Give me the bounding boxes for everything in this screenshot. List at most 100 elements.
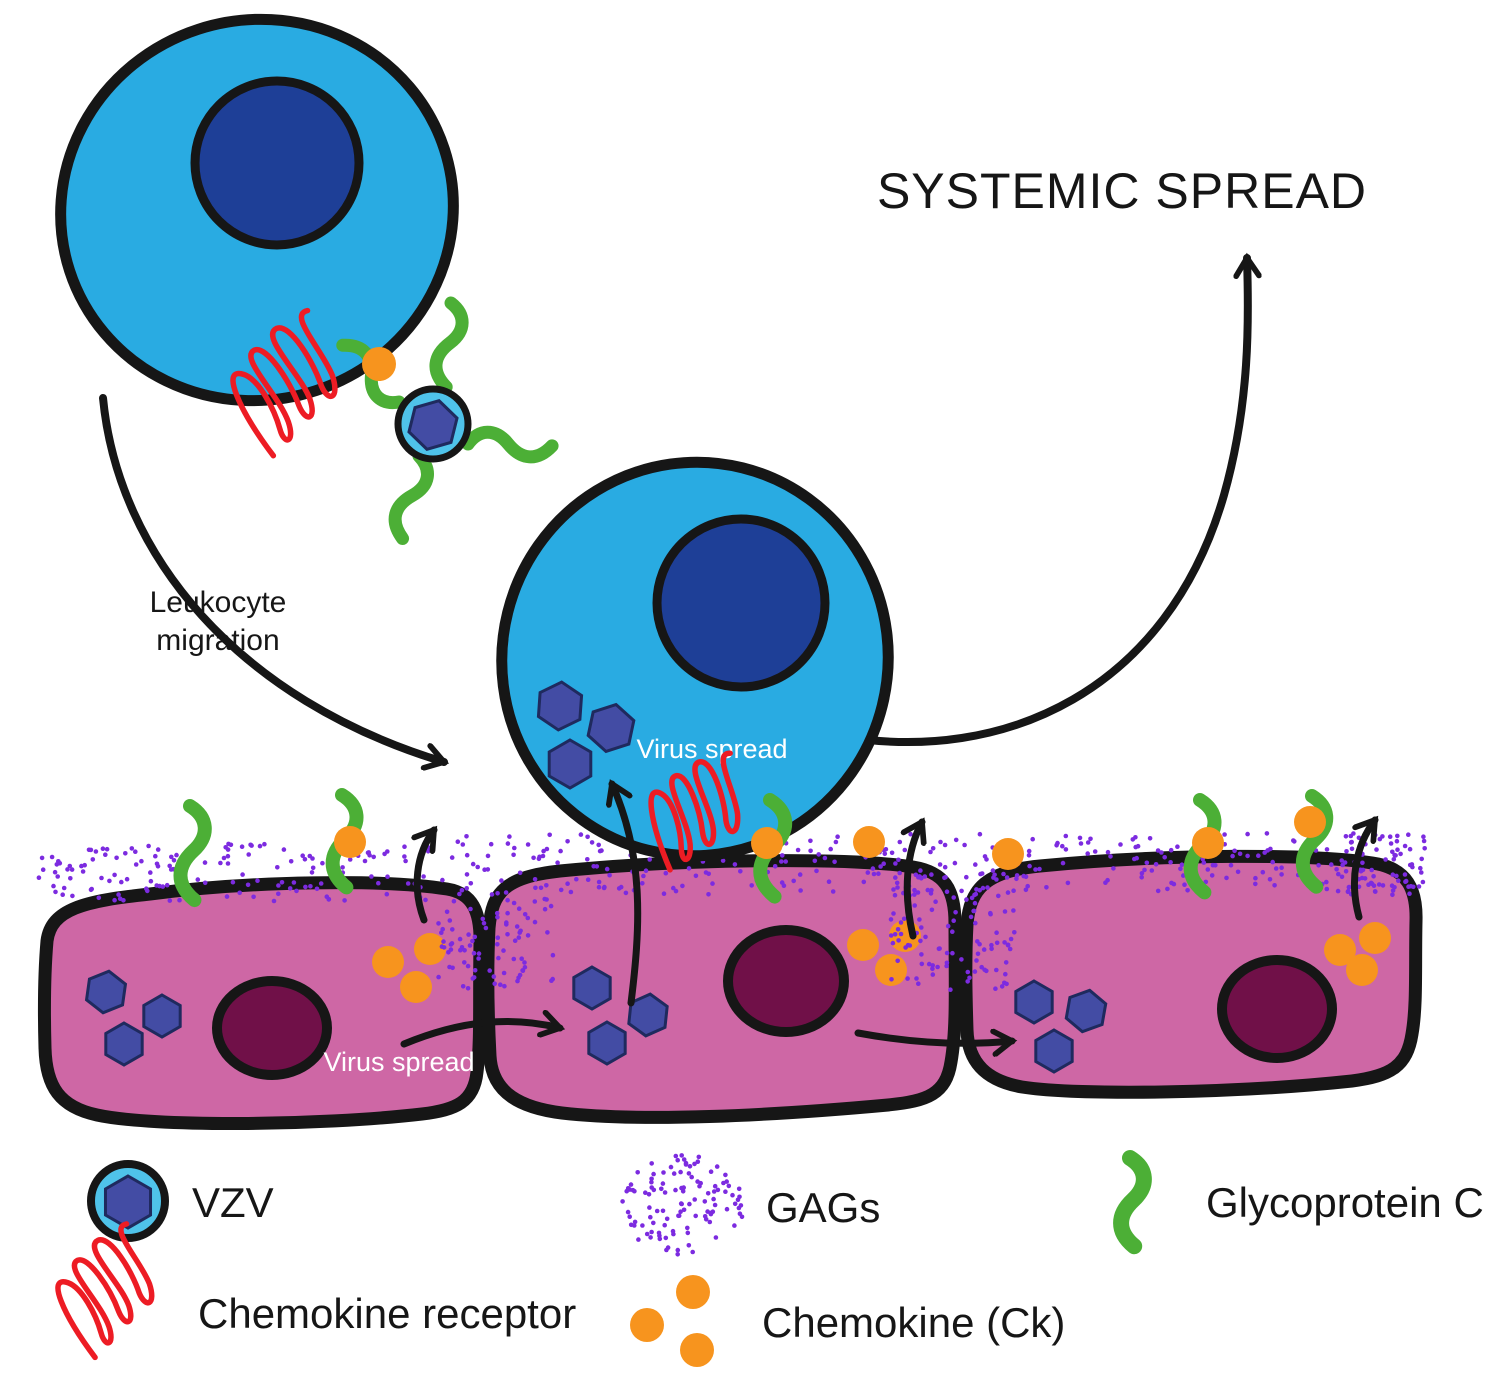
gag-dot: [1324, 879, 1329, 885]
gag-dot: [895, 927, 901, 932]
gag-dot: [973, 862, 978, 867]
gag-dot: [1398, 851, 1403, 857]
gag-dot: [96, 895, 102, 901]
virus-spread-epithelium-label: Virus spread: [323, 1047, 474, 1077]
gag-dot: [632, 1223, 637, 1228]
gag-dot: [488, 841, 494, 847]
gag-dot: [116, 892, 121, 897]
gag-dot: [736, 1205, 742, 1211]
gag-dot: [711, 1189, 717, 1194]
gag-dot: [1270, 859, 1275, 865]
gag-dot: [661, 891, 667, 896]
virus-to-leukocyte-arrow: [612, 784, 642, 1007]
gag-dot: [578, 832, 584, 837]
gag-dot: [515, 978, 520, 984]
gag-dot: [36, 875, 42, 880]
gag-dot: [1003, 960, 1009, 965]
gag-dot: [525, 933, 531, 938]
gag-dot: [1002, 940, 1007, 945]
free-chemokine-dot-icon: [853, 826, 885, 858]
gag-dot: [1179, 862, 1185, 867]
gag-dot: [620, 1199, 625, 1204]
gag-dot: [124, 876, 130, 882]
gag-dot: [1345, 888, 1351, 894]
gag-dot: [923, 934, 928, 940]
gag-dot: [49, 854, 55, 860]
gag-dot: [928, 849, 933, 855]
gag-dot: [659, 1186, 664, 1192]
gag-dot: [999, 984, 1005, 989]
gag-dot: [697, 1183, 702, 1189]
gag-dot: [1011, 888, 1016, 893]
gag-dot: [973, 920, 978, 926]
gag-dot: [538, 885, 544, 891]
gag-dot: [447, 918, 453, 923]
gag-dot: [895, 885, 900, 890]
gag-dot: [405, 881, 411, 886]
gag-dot: [230, 879, 236, 885]
gag-dot: [981, 947, 987, 952]
gag-dot: [865, 870, 871, 875]
gag-dot: [1139, 875, 1144, 880]
gag-dot: [499, 878, 504, 883]
gag-dot: [1178, 866, 1183, 872]
gag-dot: [772, 864, 778, 869]
gag-dot: [657, 1236, 663, 1242]
capsid-hexagon-icon: [144, 995, 180, 1037]
gag-dot: [255, 878, 260, 883]
chemokine-dot-icon: [414, 933, 446, 965]
gag-dot: [1406, 884, 1411, 889]
gag-dot: [1359, 875, 1365, 881]
gag-dot: [1344, 849, 1349, 854]
gag-dot: [1144, 860, 1150, 866]
gag-dot: [1065, 880, 1071, 886]
gag-dot: [471, 975, 477, 980]
gag-dot: [671, 1171, 677, 1176]
gag-dot: [54, 862, 60, 867]
gag-dot: [972, 892, 977, 898]
gag-dot: [237, 890, 242, 896]
gag-dot: [451, 898, 457, 904]
epithelial-cell-2-nucleus: [723, 925, 849, 1037]
gag-dot: [974, 958, 979, 963]
gag-dot: [384, 891, 390, 897]
epithelial-cell-1: Virus spread: [37, 876, 487, 1131]
gag-dot: [246, 852, 251, 857]
gag-dot: [985, 885, 990, 890]
gag-dot: [1272, 883, 1277, 888]
gag-dot: [448, 942, 454, 947]
gag-dot: [1063, 833, 1069, 839]
gag-dot: [1014, 876, 1019, 882]
gag-dot: [808, 848, 813, 854]
gag-dot: [651, 1220, 656, 1226]
gag-dot: [1245, 853, 1250, 859]
gag-dot: [1372, 832, 1378, 838]
gag-dot: [636, 1237, 641, 1242]
gag-dot: [710, 881, 715, 886]
gag-dot: [977, 831, 983, 837]
gag-dot: [1324, 886, 1330, 892]
gag-dot: [472, 968, 478, 973]
legend-label-glycoprotein-c: Glycoprotein C: [1206, 1179, 1484, 1226]
gag-dot: [1394, 838, 1400, 844]
gag-dot: [88, 887, 94, 893]
gag-dot: [662, 1222, 667, 1228]
gag-dot: [291, 880, 297, 885]
gag-dot: [167, 863, 172, 869]
gag-dot: [436, 921, 441, 926]
epithelial-cell-2-body: [481, 854, 962, 1124]
chemokine-dot-icon: [1324, 934, 1356, 966]
gag-dot: [585, 834, 590, 840]
gag-dot: [1402, 872, 1408, 877]
gag-dot: [1237, 851, 1243, 857]
gag-dot: [53, 889, 58, 895]
gag-dot: [1060, 860, 1066, 866]
gag-dot: [919, 925, 924, 930]
gag-dot: [1230, 853, 1235, 859]
gag-dot: [933, 899, 938, 904]
chemokine-icon: [630, 1275, 714, 1367]
chemokine-dot-icon: [847, 929, 879, 961]
gag-dot: [662, 1190, 668, 1195]
gag-dot: [485, 853, 491, 859]
